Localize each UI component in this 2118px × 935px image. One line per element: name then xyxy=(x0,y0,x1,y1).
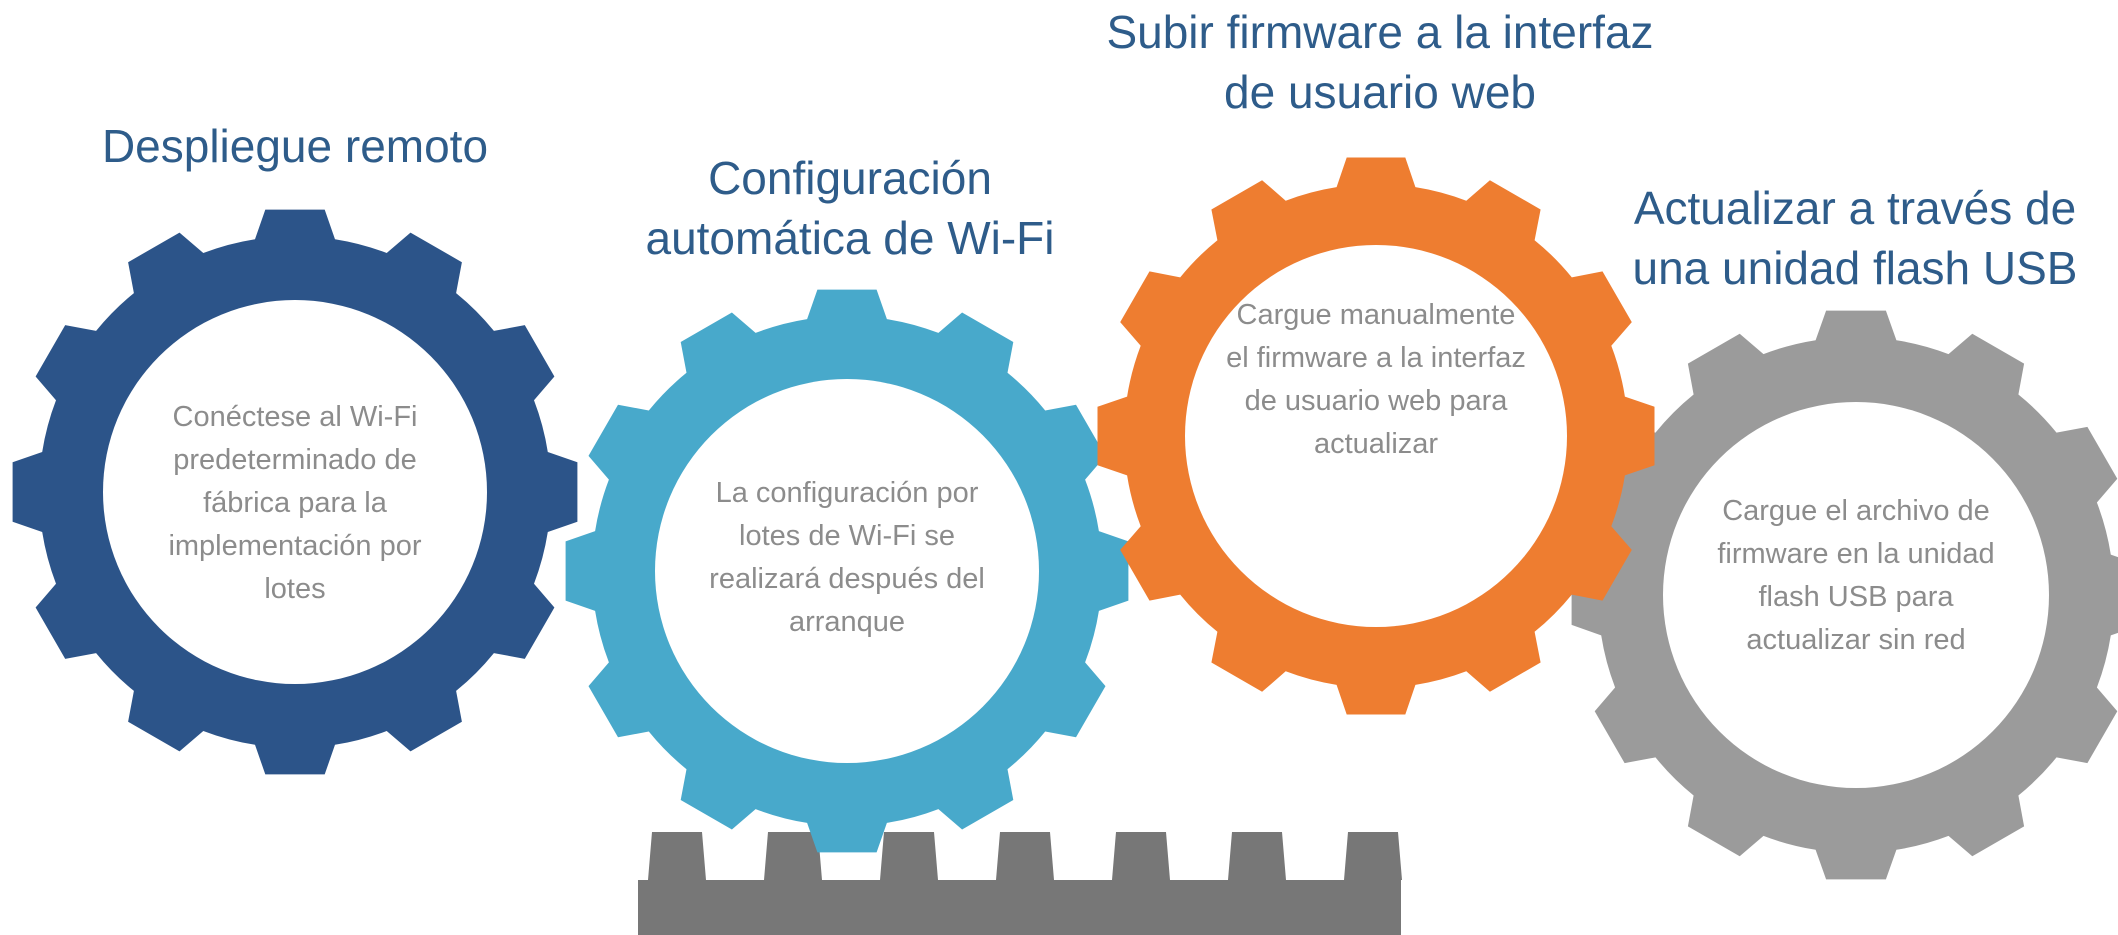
rack-bar xyxy=(638,832,1402,935)
gear-remote-deployment xyxy=(12,209,578,775)
gear-web-firmware xyxy=(1097,157,1655,715)
gear-web-firmware-description: Cargue manualmente el firmware a la inte… xyxy=(1226,299,1526,460)
gear-web-firmware-hub xyxy=(1185,245,1567,627)
gear-remote-deployment-title: Despliegue remoto xyxy=(101,120,489,172)
gear-usb-update xyxy=(1571,310,2118,880)
gear-remote-deployment-hub xyxy=(103,300,487,684)
gear-auto-wifi-title: Configuración automática de Wi-Fi xyxy=(645,152,1055,264)
gear-usb-update-description: Cargue el archivo de firmware en la unid… xyxy=(1717,495,1995,656)
gear-auto-wifi-description: La configuración por lotes de Wi-Fi se r… xyxy=(709,477,985,638)
gear-auto-wifi xyxy=(565,289,1129,853)
gear-usb-update-hub xyxy=(1663,402,2049,788)
gear-remote-deployment-description: Conéctese al Wi-Fi predeterminado de fáb… xyxy=(168,401,422,605)
gear-auto-wifi-hub xyxy=(655,379,1039,763)
gear-web-firmware-title: Subir firmware a la interfaz de usuario … xyxy=(1106,6,1654,118)
gear-usb-update-title: Actualizar a través de una unidad flash … xyxy=(1632,182,2078,294)
